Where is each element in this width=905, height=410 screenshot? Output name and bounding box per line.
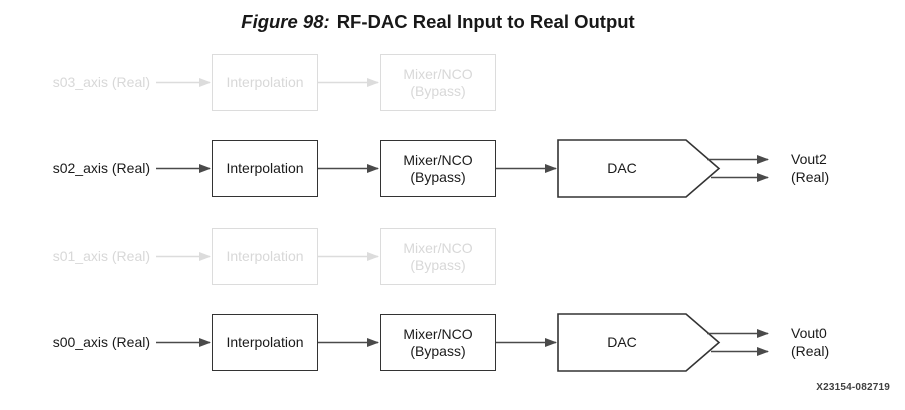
dac-shape [557,313,721,372]
mixer-label-line1: Mixer/NCO [403,325,473,342]
dac-shape [557,139,721,198]
mixer-label-line1: Mixer/NCO [403,239,473,256]
interpolation-label: Interpolation [226,248,304,264]
mixer-label-line1: Mixer/NCO [403,151,473,168]
interpolation-block-s01: Interpolation [212,228,318,285]
input-port-label-s02: s02_axis (Real) [52,160,150,176]
row-s02-wires [156,139,769,198]
mixer-label-line1: Mixer/NCO [403,65,473,82]
output-port-label-vout2: Vout2 (Real) [791,151,829,186]
mixer-nco-block-s02: Mixer/NCO (Bypass) [380,140,496,197]
input-port-label-s03: s03_axis (Real) [52,74,150,90]
interpolation-block-s00: Interpolation [212,314,318,371]
interpolation-label: Interpolation [226,160,304,176]
figure-reference-id: X23154-082719 [816,382,890,393]
output-label-line1: Vout0 [791,325,827,341]
input-port-label-s01: s01_axis (Real) [52,248,150,264]
mixer-nco-block-s01: Mixer/NCO (Bypass) [380,228,496,285]
mixer-nco-block-s00: Mixer/NCO (Bypass) [380,314,496,371]
dac-block-label-s02: DAC [607,160,637,176]
interpolation-label: Interpolation [226,334,304,350]
figure-title-text: RF-DAC Real Input to Real Output [336,11,635,32]
input-port-label-s00: s00_axis (Real) [52,334,150,350]
row-s00-wires [156,313,769,372]
mixer-label-line2: (Bypass) [410,168,466,185]
output-label-line2: (Real) [791,168,830,185]
output-port-label-vout0: Vout0 (Real) [791,325,829,360]
mixer-label-line2: (Bypass) [410,342,466,359]
output-label-line2: (Real) [791,342,830,359]
interpolation-block-s02: Interpolation [212,140,318,197]
output-label-line1: Vout2 [791,151,827,167]
interpolation-label: Interpolation [226,74,304,90]
figure-number-label: Figure 98: [241,11,330,32]
mixer-label-line2: (Bypass) [410,82,466,99]
mixer-label-line2: (Bypass) [410,256,466,273]
interpolation-block-s03: Interpolation [212,54,318,111]
figure-title: Figure 98: RF-DAC Real Input to Real Outp… [0,11,876,33]
dac-block-label-s00: DAC [607,334,637,350]
mixer-nco-block-s03: Mixer/NCO (Bypass) [380,54,496,111]
